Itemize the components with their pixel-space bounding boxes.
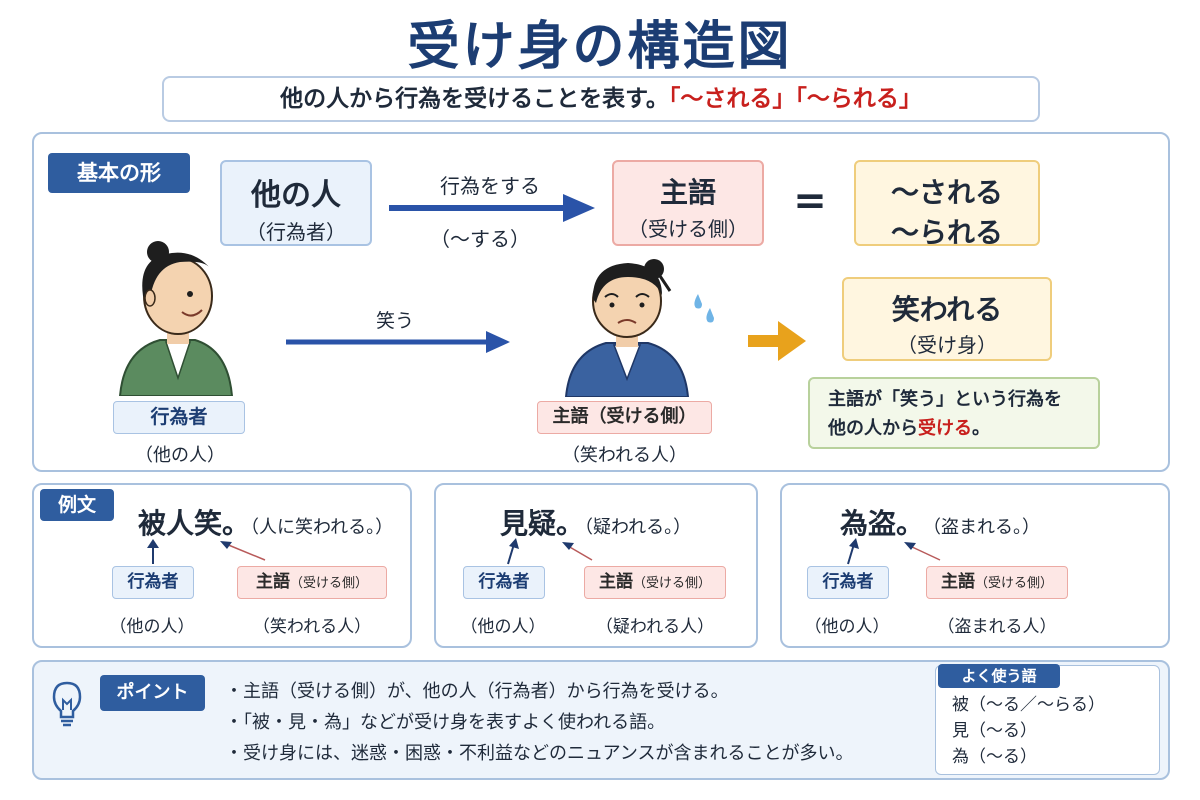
- example-3-arrows: [847, 538, 941, 565]
- point-tag: ポイント: [100, 675, 205, 711]
- result-line-2: 〜られる: [890, 216, 1003, 249]
- scene-agent-sub: （他の人）: [135, 445, 225, 466]
- example-3-sentence: 為盗。（盗まれる。）: [840, 507, 1041, 540]
- subtitle-box: 他の人から行為を受けることを表す。「〜される」「〜られる」: [162, 76, 1040, 122]
- point-bullets: ・主語（受ける側）が、他の人（行為者）から行為を受ける。 ・「被・見・為」などが…: [225, 676, 925, 769]
- passive-box: 笑われる （受け身）: [842, 277, 1052, 361]
- examples-tag: 例文: [40, 489, 114, 521]
- passive-box-sub: （受け身）: [897, 333, 997, 357]
- example-panel-3: [780, 483, 1170, 648]
- common-word-1: 被（〜る／〜らる）: [952, 695, 1105, 715]
- example-2-sentence: 見疑。（疑われる。）: [500, 507, 692, 540]
- example-1-subject-sub: （笑われる人）: [252, 617, 372, 637]
- example-2-agent: 行為者: [463, 566, 545, 599]
- example-panel-2: [434, 483, 758, 648]
- point-bullet-1: ・主語（受ける側）が、他の人（行為者）から行為を受ける。: [225, 681, 729, 702]
- subject-box-sub: （受ける側）: [628, 217, 748, 241]
- subject-box-main: 主語: [659, 176, 716, 209]
- example-2-subject-sub: （疑われる人）: [595, 617, 715, 637]
- example-1-subject: 主語（受ける側）: [237, 566, 387, 599]
- common-words-title: よく使う語: [938, 664, 1060, 688]
- subtitle-lead: 他の人から行為を受けることを表す。: [280, 86, 669, 112]
- explanation-box: 主語が「笑う」という行為を 他の人から受ける。: [808, 377, 1100, 449]
- example-3-subject: 主語（受ける側）: [926, 566, 1068, 599]
- common-word-2: 見（〜る）: [952, 721, 1037, 741]
- example-2-agent-sub: （他の人）: [460, 617, 546, 637]
- action-label-sub: （〜する）: [430, 227, 530, 251]
- example-1-agent: 行為者: [112, 566, 194, 599]
- example-2-subject: 主語（受ける側）: [584, 566, 726, 599]
- point-bullet-3: ・受け身には、迷惑・困惑・不利益などのニュアンスが含まれることが多い。: [225, 743, 854, 764]
- example-1-agent-sub: （他の人）: [109, 617, 195, 637]
- orange-arrow-icon: [748, 321, 806, 361]
- subtitle-highlight: 「〜される」「〜られる」: [668, 86, 922, 112]
- action-arrow-icon: [389, 194, 595, 222]
- example-3-agent-sub: （他の人）: [804, 617, 890, 637]
- example-2-arrows: [507, 538, 593, 565]
- scene-arrow-icon: [286, 331, 510, 353]
- passive-box-main: 笑われる: [891, 293, 1003, 326]
- example-3-subject-sub: （盗まれる人）: [937, 617, 1057, 637]
- scene-agent-label: 行為者: [113, 401, 245, 434]
- agent-person-illustration: [118, 241, 234, 396]
- explanation-line-1: 主語が「笑う」という行為を: [828, 389, 1062, 410]
- explanation-line-2: 他の人から受ける。: [828, 418, 990, 439]
- scene-subject-sub: （笑われる人）: [561, 445, 688, 466]
- basic-form-tag: 基本の形: [48, 153, 190, 193]
- agent-box-main: 他の人: [251, 178, 341, 213]
- page-title: 受け身の構造図: [407, 17, 793, 77]
- subject-box: 主語 （受ける側）: [612, 160, 764, 246]
- sweat-drop-icon: [694, 294, 714, 323]
- action-label: 行為をする: [440, 174, 540, 198]
- example-1-sentence: 被人笑。（人に笑われる。）: [138, 507, 394, 540]
- result-line-1: 〜される: [890, 176, 1003, 209]
- scene-subject-label: 主語（受ける側）: [537, 401, 712, 434]
- equals-sign: =: [793, 178, 827, 224]
- agent-box-sub: （行為者）: [246, 220, 346, 244]
- example-1-arrows: [147, 539, 266, 564]
- point-bullet-2: ・「被・見・為」などが受け身を表すよく使われる語。: [225, 712, 666, 733]
- scene-verb-label: 笑う: [375, 310, 414, 332]
- example-3-agent: 行為者: [807, 566, 889, 599]
- common-words-box: よく使う語 被（〜る／〜らる） 見（〜る） 為（〜る）: [935, 664, 1160, 775]
- agent-box: 他の人 （行為者）: [220, 160, 372, 246]
- subject-person-illustration: [564, 259, 690, 397]
- lightbulb-icon: [52, 681, 82, 727]
- result-box: 〜される 〜られる: [854, 160, 1040, 249]
- common-word-3: 為（〜る）: [952, 747, 1037, 767]
